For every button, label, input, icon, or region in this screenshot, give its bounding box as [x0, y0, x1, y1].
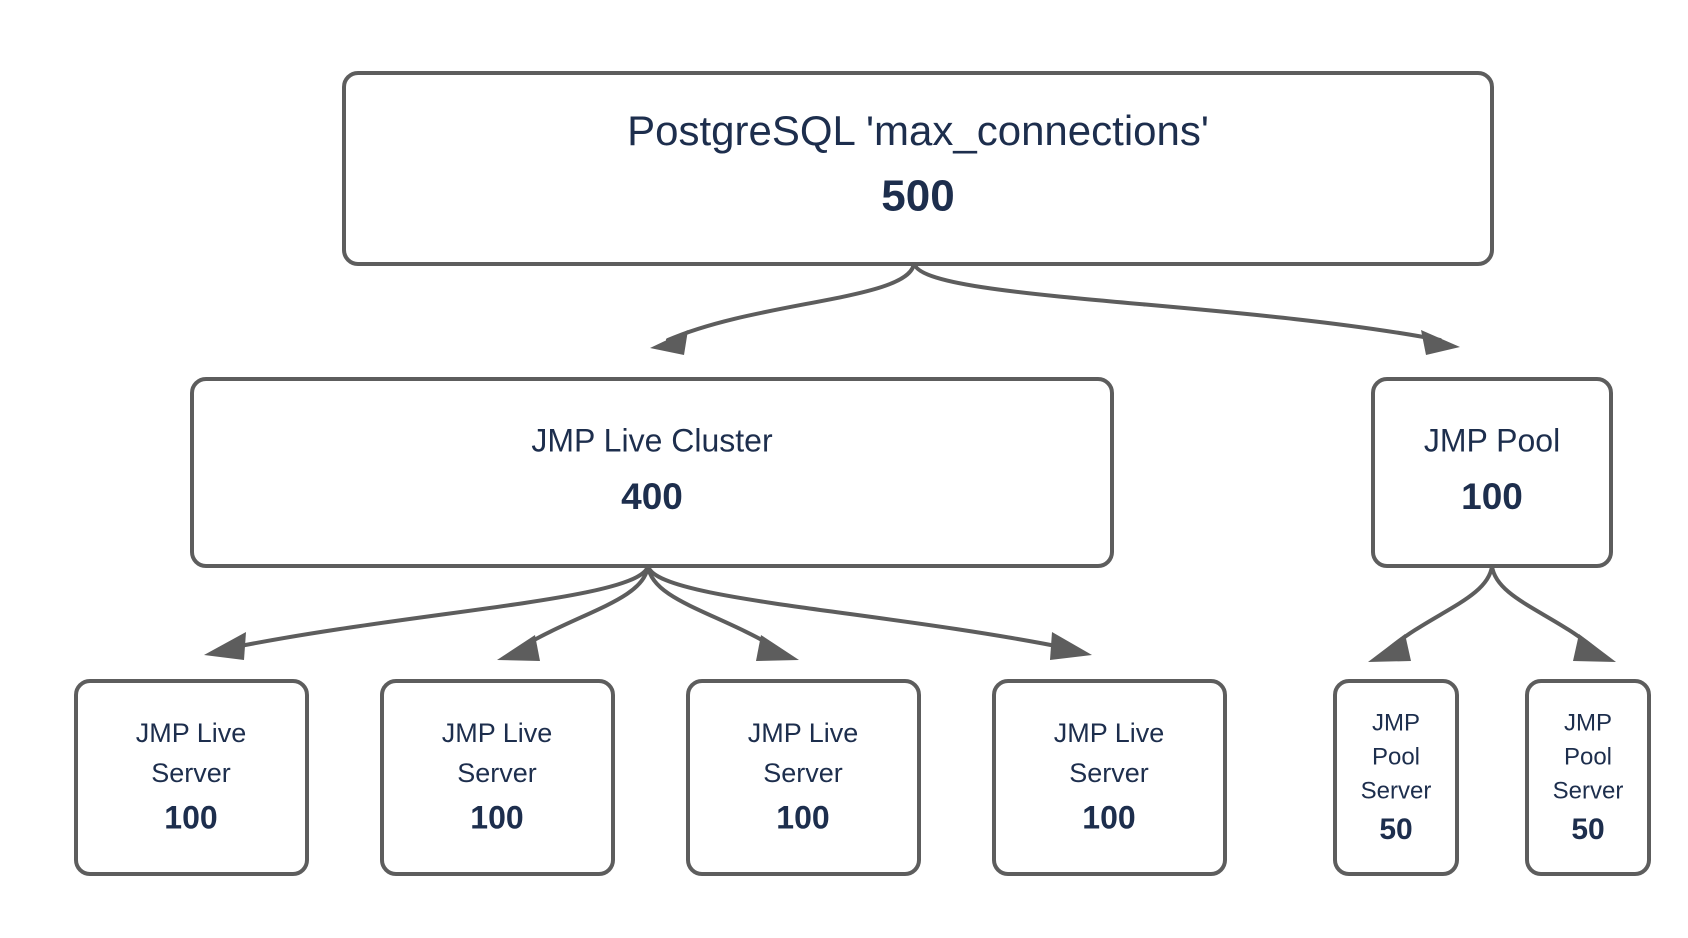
node-root-label: PostgreSQL 'max_connections' — [627, 107, 1209, 154]
edge-group — [204, 260, 1616, 662]
arrowhead-cluster-to-live-server-4 — [1050, 632, 1092, 660]
node-jmp-pool-server-1[interactable]: JMP Pool Server 50 — [1333, 679, 1459, 876]
node-pool-server-2-label-line3: Server — [1553, 777, 1624, 804]
node-pool-server-1-box[interactable] — [1333, 679, 1459, 876]
node-live-server-2-value: 100 — [470, 799, 523, 835]
node-live-cluster-label: JMP Live Cluster — [531, 422, 773, 458]
arrowhead-root-to-live-cluster — [650, 330, 688, 355]
node-live-server-1-value: 100 — [164, 799, 217, 835]
node-live-server-4-label-line2: Server — [1069, 758, 1149, 788]
node-pool-server-2-label-line2: Pool — [1564, 743, 1612, 770]
edge-root-to-pool — [912, 260, 1442, 342]
node-jmp-pool-server-2[interactable]: JMP Pool Server 50 — [1525, 679, 1651, 876]
node-root-box[interactable] — [342, 71, 1494, 266]
node-pool-server-2-label-line1: JMP — [1564, 709, 1612, 736]
node-pool-label: JMP Pool — [1424, 422, 1560, 458]
node-pool-box[interactable] — [1371, 377, 1613, 568]
node-pool-server-1-label-line2: Pool — [1372, 743, 1420, 770]
node-live-server-2-box[interactable] — [380, 679, 615, 876]
node-jmp-live-server-1[interactable]: JMP Live Server 100 — [74, 679, 309, 876]
edge-cluster-to-live-server-4 — [646, 564, 1068, 650]
node-pool-server-1-value: 50 — [1379, 813, 1412, 846]
node-pool-server-2-box[interactable] — [1525, 679, 1651, 876]
node-live-cluster-box[interactable] — [190, 377, 1114, 568]
node-live-server-3-label-line1: JMP Live — [748, 718, 859, 748]
node-live-server-4-label-line1: JMP Live — [1054, 718, 1165, 748]
node-jmp-live-server-2[interactable]: JMP Live Server 100 — [380, 679, 615, 876]
node-jmp-pool[interactable]: JMP Pool 100 — [1371, 377, 1613, 568]
node-live-server-4-box[interactable] — [992, 679, 1227, 876]
node-live-server-1-label-line2: Server — [151, 758, 231, 788]
edge-root-to-live-cluster — [666, 260, 916, 342]
node-pool-value: 100 — [1461, 476, 1523, 517]
node-live-server-3-box[interactable] — [686, 679, 921, 876]
edge-cluster-to-live-server-3 — [646, 564, 778, 650]
arrowhead-cluster-to-live-server-3 — [756, 635, 799, 661]
arrowhead-cluster-to-live-server-1 — [204, 632, 246, 660]
edge-pool-to-pool-server-1 — [1388, 564, 1494, 650]
node-postgresql-max-connections[interactable]: PostgreSQL 'max_connections' 500 — [342, 71, 1494, 266]
node-jmp-live-cluster[interactable]: JMP Live Cluster 400 — [190, 377, 1114, 568]
node-pool-server-2-value: 50 — [1571, 813, 1604, 846]
node-live-server-1-label-line1: JMP Live — [136, 718, 247, 748]
arrowhead-pool-to-pool-server-1 — [1368, 634, 1411, 662]
node-live-server-2-label-line2: Server — [457, 758, 537, 788]
node-live-cluster-value: 400 — [621, 476, 683, 517]
arrowhead-root-to-pool — [1421, 330, 1460, 355]
edge-cluster-to-live-server-1 — [228, 564, 650, 650]
arrowhead-pool-to-pool-server-2 — [1573, 634, 1616, 662]
node-pool-server-1-label-line3: Server — [1361, 777, 1432, 804]
node-live-server-2-label-line1: JMP Live — [442, 718, 553, 748]
node-pool-server-1-label-line1: JMP — [1372, 709, 1420, 736]
node-root-value: 500 — [881, 172, 954, 221]
edge-pool-to-pool-server-2 — [1490, 564, 1596, 650]
edge-cluster-to-live-server-2 — [518, 564, 650, 650]
node-live-server-3-label-line2: Server — [763, 758, 843, 788]
node-live-server-4-value: 100 — [1082, 799, 1135, 835]
node-live-server-1-box[interactable] — [74, 679, 309, 876]
node-jmp-live-server-4[interactable]: JMP Live Server 100 — [992, 679, 1227, 876]
arrowhead-cluster-to-live-server-2 — [497, 635, 540, 661]
node-live-server-3-value: 100 — [776, 799, 829, 835]
node-jmp-live-server-3[interactable]: JMP Live Server 100 — [686, 679, 921, 876]
